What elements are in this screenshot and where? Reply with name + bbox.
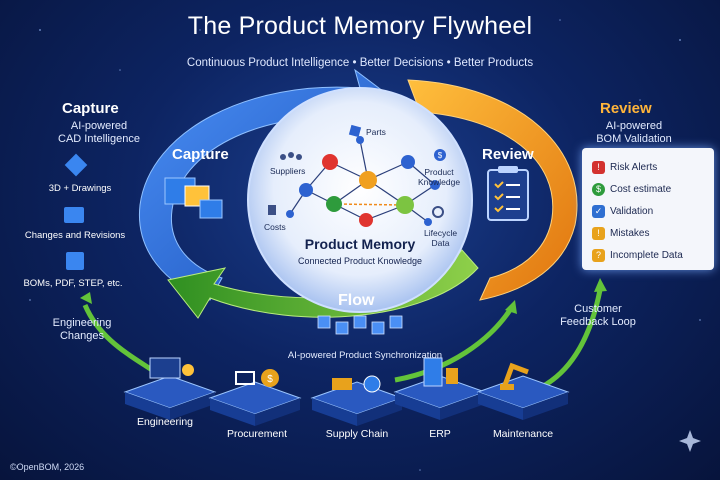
node-lifecycle-data: Lifecycle Data	[424, 228, 458, 248]
copyright: ©OpenBOM, 2026	[10, 462, 85, 472]
suppliers-icon	[280, 152, 302, 160]
check-mistakes: ! Mistakes	[592, 224, 708, 242]
monitor-icon	[149, 357, 181, 379]
feedback-loop-label: Customer Feedback Loop	[560, 303, 636, 328]
dollar-icon: $	[592, 182, 605, 196]
server-icon	[423, 357, 443, 387]
bottom-supply-chain: Supply Chain	[325, 428, 389, 440]
review-ring-label: Review	[482, 146, 534, 163]
warning-icon: !	[592, 160, 605, 174]
sparkle-icon	[679, 430, 701, 452]
review-arc	[407, 79, 578, 301]
page-title: The Product Memory Flywheel	[187, 12, 533, 40]
sync-label: AI-powered Product Synchronization	[287, 350, 443, 361]
database-icon	[446, 368, 458, 384]
sync-arrow	[394, 308, 513, 383]
check-incomplete-data: ? Incomplete Data	[592, 246, 708, 264]
node-costs: Costs	[264, 222, 286, 232]
svg-text:$: $	[438, 151, 443, 160]
star-field	[29, 19, 701, 471]
money-bag-icon	[261, 369, 279, 387]
flow-ring-label: Flow	[338, 292, 375, 309]
check-validation: ✓ Validation	[592, 202, 708, 220]
check-risk-alerts: ! Risk Alerts	[592, 158, 708, 176]
checkmark-icon: ✓	[592, 204, 605, 218]
dollar-icon	[434, 149, 446, 161]
warning-icon: !	[592, 226, 605, 240]
page-subtitle: Continuous Product Intelligence • Better…	[186, 57, 534, 69]
capture-subtitle: AI-powered CAD Intelligence	[58, 120, 140, 145]
bottom-erp: ERP	[429, 428, 451, 440]
cart-icon	[235, 371, 255, 385]
network-nodes	[286, 136, 440, 227]
svg-text:$: $	[267, 374, 273, 385]
engineering-changes-arrow	[82, 304, 157, 375]
costs-icon	[268, 205, 276, 215]
engineering-changes-label: Engineering Changes	[52, 317, 112, 342]
bottom-maintenance: Maintenance	[492, 428, 554, 440]
capture-item-revisions: Changes and Revisions	[24, 230, 126, 241]
document-icon	[64, 207, 84, 223]
bottom-procurement: Procurement	[226, 428, 288, 440]
check-cost-estimate: $ Cost estimate	[592, 180, 708, 198]
review-section-title: Review	[600, 100, 652, 117]
gear-icon	[182, 364, 194, 376]
bottom-platforms: $	[123, 357, 570, 426]
product-memory-hub	[247, 87, 473, 313]
file-icon	[66, 252, 84, 270]
clipboard-icon	[487, 166, 529, 221]
flow-cubes-icon	[317, 315, 403, 335]
cube-icon	[64, 153, 88, 177]
feedback-arrow	[543, 289, 603, 388]
capture-files-icon	[164, 177, 223, 219]
node-suppliers: Suppliers	[270, 166, 306, 176]
capture-item-formats: BOMs, PDF, STEP, etc.	[23, 278, 123, 289]
node-product-knowledge: Product Knowledge	[418, 167, 461, 187]
hub-subtitle: Connected Product Knowledge	[297, 256, 423, 266]
truck-icon	[332, 378, 352, 390]
validation-panel: ! Risk Alerts $ Cost estimate ✓ Validati…	[582, 148, 714, 270]
capture-section-title: Capture	[62, 100, 119, 117]
globe-icon	[363, 375, 381, 393]
parts-icon	[348, 124, 362, 138]
question-icon: ?	[592, 248, 605, 262]
capture-item-drawings: 3D + Drawings	[48, 183, 112, 194]
capture-ring-label: Capture	[172, 146, 229, 163]
hub-title: Product Memory	[304, 236, 416, 252]
node-parts: Parts	[366, 127, 386, 137]
bottom-engineering: Engineering	[136, 416, 194, 428]
review-subtitle: AI-powered BOM Validation	[596, 120, 672, 145]
robot-arm-icon	[502, 362, 529, 386]
lifecycle-icon	[432, 206, 444, 218]
